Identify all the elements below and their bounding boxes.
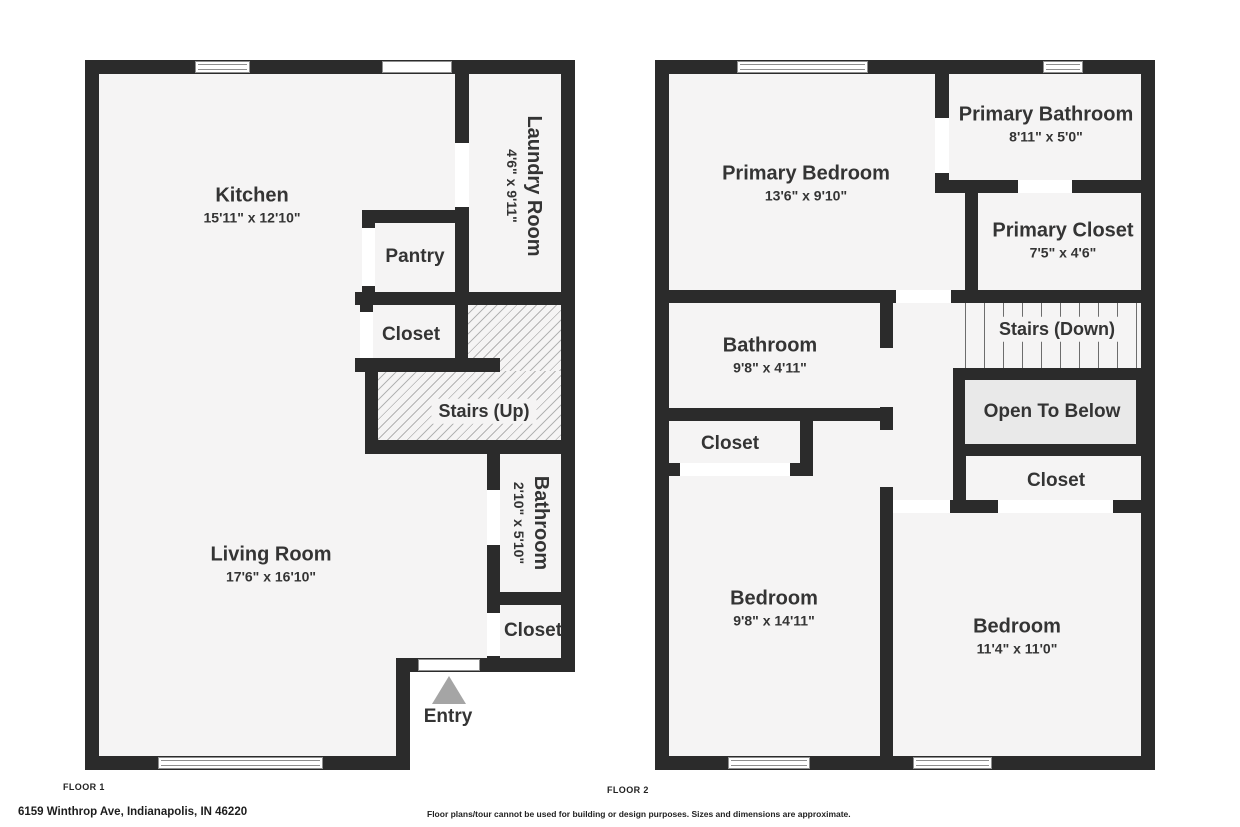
door-opening — [893, 500, 950, 513]
wall — [455, 305, 468, 365]
wall — [85, 60, 575, 74]
floor1-floor-area-lower — [85, 660, 410, 770]
door-opening — [998, 500, 1113, 513]
wall — [880, 303, 893, 348]
disclaimer-text: Floor plans/tour cannot be used for buil… — [427, 809, 851, 819]
entry-arrow-icon — [432, 676, 466, 704]
address-text: 6159 Winthrop Ave, Indianapolis, IN 4622… — [18, 806, 248, 818]
window — [158, 757, 323, 769]
wall — [396, 658, 410, 770]
room-label-closet-upper: Closet — [381, 324, 441, 346]
wall — [365, 440, 575, 454]
window — [728, 757, 810, 769]
door-opening — [1018, 180, 1072, 193]
door-opening — [362, 228, 375, 286]
wall — [965, 180, 978, 303]
window — [913, 757, 992, 769]
room-label-bathroom-f2: Bathroom 9'8" x 4'11" — [722, 334, 818, 376]
window — [1043, 61, 1083, 73]
door-opening — [487, 613, 500, 656]
wall — [85, 60, 99, 770]
floor2-caption: FLOOR 2 — [607, 785, 649, 795]
room-label-stairs-down: Stairs (Down) — [991, 316, 1123, 342]
open-to-below-area — [965, 380, 1136, 444]
room-label-primary-bathroom: Primary Bathroom 8'11" x 5'0" — [958, 103, 1134, 145]
room-label-living-room: Living Room 17'6" x 16'10" — [210, 543, 332, 585]
window — [195, 61, 250, 73]
door-opening — [935, 118, 949, 173]
room-label-bedroom-left: Bedroom 9'8" x 14'11" — [730, 587, 818, 629]
door-opening — [455, 143, 469, 207]
entry-door-opening — [418, 659, 480, 671]
wall — [1141, 60, 1155, 770]
wall — [953, 450, 966, 513]
room-label-closet-lower: Closet — [503, 620, 563, 642]
wall — [800, 408, 813, 476]
room-label-bathroom-f1: Bathroom 2'10" x 5'10" — [510, 475, 552, 571]
room-label-primary-bedroom: Primary Bedroom 13'6" x 9'10" — [722, 162, 890, 204]
room-label-closet-left: Closet — [700, 433, 760, 455]
wall — [362, 210, 469, 223]
door-opening — [360, 312, 373, 358]
door-opening — [680, 463, 790, 476]
wall — [355, 292, 575, 305]
room-label-laundry: Laundry Room 4'6" x 9'11" — [503, 115, 545, 257]
room-label-primary-closet: Primary Closet 7'5" x 4'6" — [992, 219, 1134, 261]
wall — [365, 371, 378, 454]
room-label-bedroom-right: Bedroom 11'4" x 11'0" — [973, 615, 1061, 657]
window — [737, 61, 868, 73]
wall — [487, 592, 575, 605]
door-opening — [487, 490, 500, 545]
wall — [880, 407, 893, 430]
room-label-open-to-below: Open To Below — [983, 401, 1121, 423]
wall — [880, 487, 893, 756]
wall — [561, 60, 575, 672]
wall — [355, 358, 500, 372]
room-label-stairs-up: Stairs (Up) — [431, 398, 537, 424]
wall — [655, 408, 893, 421]
door-opening — [896, 290, 951, 303]
room-label-closet-hall: Closet — [1026, 470, 1086, 492]
room-label-kitchen: Kitchen 15'11" x 12'10" — [203, 184, 301, 226]
room-label-pantry: Pantry — [385, 246, 445, 268]
window — [382, 61, 452, 73]
floor1-caption: FLOOR 1 — [63, 782, 105, 792]
entry-label: Entry — [423, 706, 473, 728]
